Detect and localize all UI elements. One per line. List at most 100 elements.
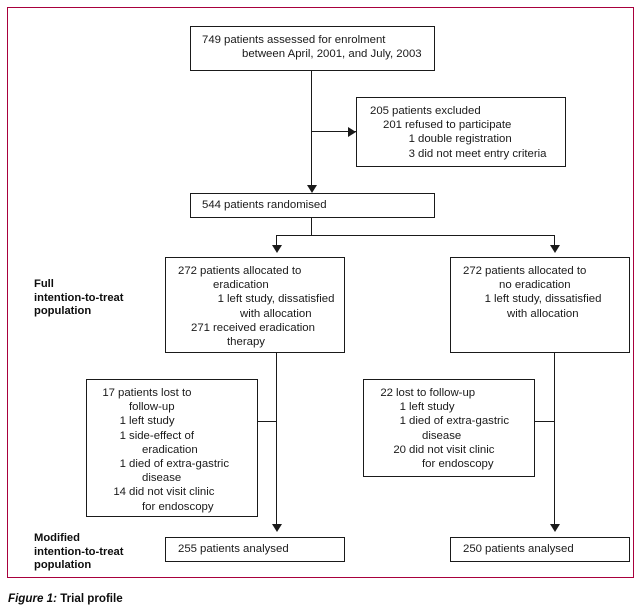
box-line: follow-up: [95, 400, 249, 414]
line-text: did not visit clinic: [129, 486, 215, 499]
connector-right-to-lost: [534, 421, 555, 423]
connector-left-allocation-to-analysed: [276, 352, 278, 530]
label-line: Modified: [34, 532, 80, 544]
line-text: therapy: [227, 336, 265, 349]
label-line: population: [34, 305, 92, 318]
line-number: 1: [119, 415, 126, 428]
box-line: eradication: [95, 443, 249, 457]
line-text: patients assessed for enrolment: [224, 34, 386, 46]
line-text: for endoscopy: [142, 500, 214, 513]
line-text: patients allocated to: [200, 265, 302, 277]
line-number: 1: [484, 293, 491, 306]
line-text: died of extra-gastric: [129, 458, 230, 471]
box-line: for endoscopy: [372, 457, 526, 471]
arrow-into-excluded: [348, 127, 356, 137]
line-text: did not meet entry criteria: [418, 147, 547, 160]
line-number: 1: [217, 293, 224, 306]
label-line: population: [34, 559, 92, 572]
line-text: for endoscopy: [422, 458, 494, 471]
line-text: patients analysed: [200, 543, 289, 555]
line-number: 1: [399, 415, 406, 428]
line-text: no eradication: [499, 279, 571, 292]
line-number: 17: [102, 387, 115, 399]
line-number: 14: [113, 486, 126, 499]
line-text: with allocation: [507, 307, 579, 320]
label-full-itt-population: Full intention-to-treat population: [34, 278, 123, 319]
line-text: with allocation: [240, 307, 312, 320]
line-text: disease: [142, 472, 182, 485]
line-number: 1: [399, 401, 406, 414]
box-line: disease: [372, 429, 526, 443]
line-number: 3: [408, 147, 415, 160]
box-line: between April, 2001, and July, 2003: [199, 47, 426, 61]
line-text: between April, 2001, and July, 2003: [242, 48, 422, 61]
line-text: died of extra-gastric: [409, 415, 510, 428]
arrow-into-left-allocation: [272, 245, 282, 253]
line-text: patients analysed: [485, 543, 574, 555]
line-number: 544: [201, 199, 221, 211]
box-line: with allocation: [459, 307, 621, 321]
line-text: double registration: [418, 133, 512, 146]
label-line: intention-to-treat: [34, 545, 124, 558]
arrow-into-left-analysed: [272, 524, 282, 532]
label-line: Full: [34, 278, 54, 290]
line-number: 271: [190, 321, 210, 334]
line-number: 272: [462, 265, 482, 277]
line-text: side-effect of: [129, 429, 195, 442]
line-text: eradication: [142, 443, 198, 456]
line-text: left study, dissatisfied: [494, 293, 602, 306]
box-line: for endoscopy: [95, 500, 249, 514]
line-number: 205: [369, 105, 389, 117]
connector-randomised-down: [311, 217, 313, 236]
box-line: eradication: [174, 278, 336, 292]
connector-trunk-to-excluded: [311, 131, 356, 133]
line-text: refused to participate: [405, 119, 512, 132]
line-number: 1: [119, 429, 126, 442]
line-text: disease: [422, 429, 462, 442]
line-text: left study: [129, 415, 175, 428]
arrow-into-right-allocation: [550, 245, 560, 253]
arrow-into-right-analysed: [550, 524, 560, 532]
connector-right-allocation-to-analysed: [554, 352, 556, 530]
figure-title: Trial profile: [60, 592, 123, 605]
figure-caption: Figure 1: Trial profile: [8, 592, 123, 605]
arrow-into-randomised: [307, 185, 317, 193]
line-number: 272: [177, 265, 197, 277]
connector-left-to-lost: [257, 421, 277, 423]
line-text: follow-up: [129, 401, 175, 414]
line-number: 1: [119, 458, 126, 471]
line-text: patients excluded: [392, 105, 481, 117]
label-line: intention-to-treat: [34, 291, 124, 304]
line-number: 749: [201, 34, 221, 46]
line-text: eradication: [213, 279, 269, 292]
line-text: left study, dissatisfied: [227, 293, 335, 306]
line-number: 255: [177, 543, 197, 555]
line-text: lost to follow-up: [396, 387, 476, 399]
line-text: did not visit clinic: [409, 443, 495, 456]
